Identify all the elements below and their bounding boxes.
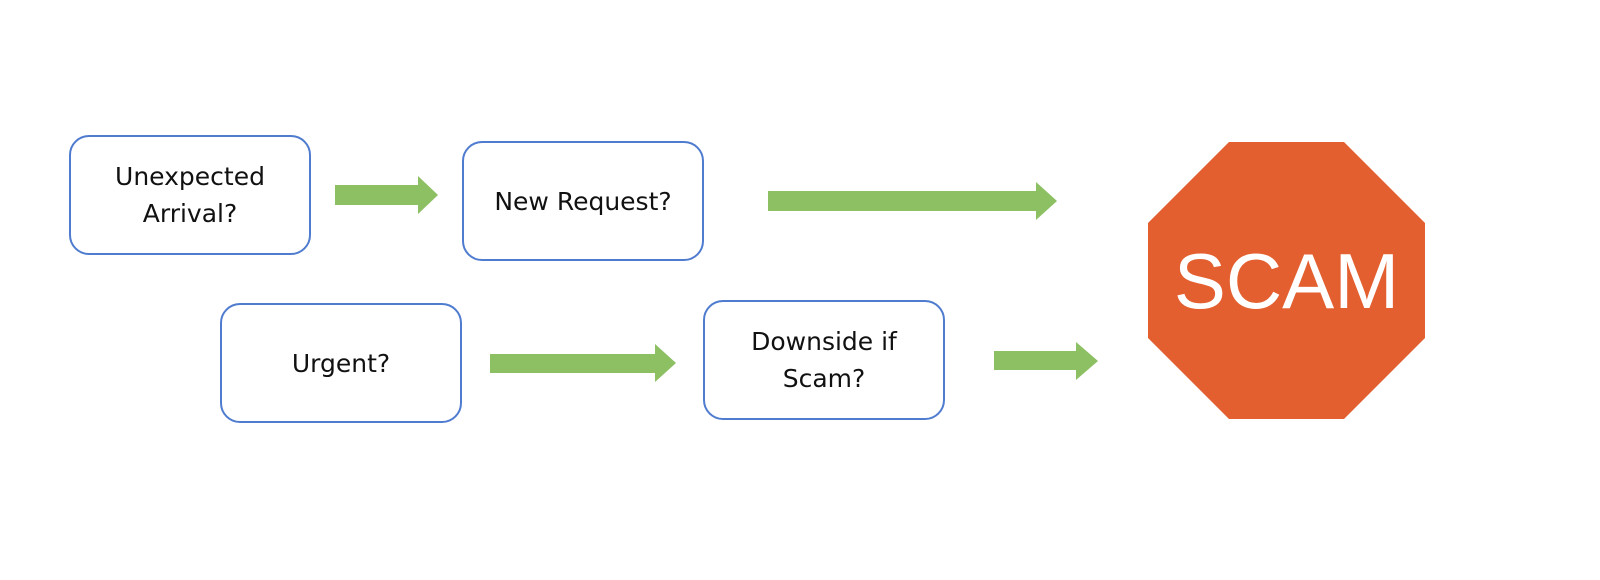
downside-if-scam-box: Downside if Scam? — [703, 300, 945, 420]
arrow-urgent-to-downside — [490, 344, 676, 382]
arrow-request-to-scam — [768, 182, 1057, 220]
unexpected-arrival-box: Unexpected Arrival? — [69, 135, 311, 255]
arrow-unexpected-to-request — [335, 176, 438, 214]
urgent-box: Urgent? — [220, 303, 462, 423]
arrow-downside-to-scam — [994, 342, 1098, 380]
new-request-box: New Request? — [462, 141, 704, 261]
stop-sign-icon — [1148, 142, 1425, 419]
